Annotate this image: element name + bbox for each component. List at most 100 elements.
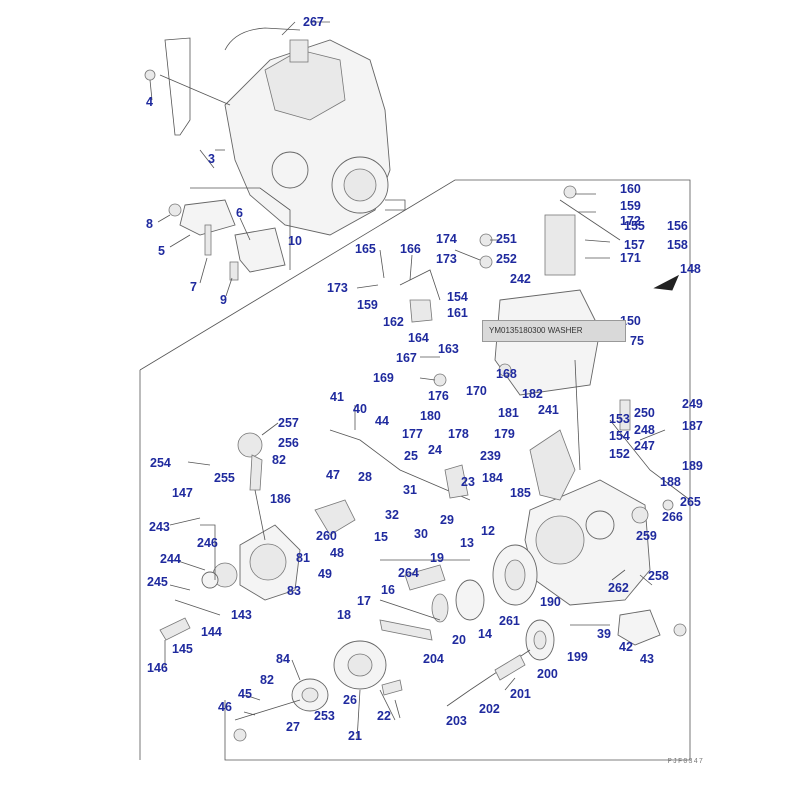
callout-82a[interactable]: 82 <box>272 453 286 467</box>
callout-171[interactable]: 171 <box>620 251 641 265</box>
callout-178[interactable]: 178 <box>448 427 469 441</box>
callout-239[interactable]: 239 <box>480 449 501 463</box>
callout-164[interactable]: 164 <box>408 331 429 345</box>
callout-253[interactable]: 253 <box>314 709 335 723</box>
callout-173a[interactable]: 173 <box>436 252 457 266</box>
callout-156[interactable]: 156 <box>667 219 688 233</box>
callout-176[interactable]: 176 <box>428 389 449 403</box>
callout-204[interactable]: 204 <box>423 652 444 666</box>
callout-167[interactable]: 167 <box>396 351 417 365</box>
callout-10[interactable]: 10 <box>288 234 302 248</box>
callout-75[interactable]: 75 <box>630 334 644 348</box>
callout-267[interactable]: 267 <box>303 15 324 29</box>
callout-8[interactable]: 8 <box>146 217 153 231</box>
callout-250[interactable]: 250 <box>634 406 655 420</box>
callout-31[interactable]: 31 <box>403 483 417 497</box>
callout-189[interactable]: 189 <box>682 459 703 473</box>
callout-84[interactable]: 84 <box>276 652 290 666</box>
callout-6[interactable]: 6 <box>236 206 243 220</box>
callout-24[interactable]: 24 <box>428 443 442 457</box>
callout-29[interactable]: 29 <box>440 513 454 527</box>
callout-261[interactable]: 261 <box>499 614 520 628</box>
callout-40[interactable]: 40 <box>353 402 367 416</box>
callout-7[interactable]: 7 <box>190 280 197 294</box>
callout-153[interactable]: 153 <box>609 412 630 426</box>
callout-30[interactable]: 30 <box>414 527 428 541</box>
callout-179[interactable]: 179 <box>494 427 515 441</box>
callout-3[interactable]: 3 <box>208 152 215 166</box>
callout-161[interactable]: 161 <box>447 306 468 320</box>
callout-244[interactable]: 244 <box>160 552 181 566</box>
callout-202[interactable]: 202 <box>479 702 500 716</box>
callout-169[interactable]: 169 <box>373 371 394 385</box>
callout-199[interactable]: 199 <box>567 650 588 664</box>
callout-259[interactable]: 259 <box>636 529 657 543</box>
callout-21[interactable]: 21 <box>348 729 362 743</box>
callout-9[interactable]: 9 <box>220 293 227 307</box>
callout-203[interactable]: 203 <box>446 714 467 728</box>
callout-254[interactable]: 254 <box>150 456 171 470</box>
callout-26[interactable]: 26 <box>343 693 357 707</box>
callout-245[interactable]: 245 <box>147 575 168 589</box>
callout-15[interactable]: 15 <box>374 530 388 544</box>
callout-81[interactable]: 81 <box>296 551 310 565</box>
callout-173b[interactable]: 173 <box>327 281 348 295</box>
callout-49[interactable]: 49 <box>318 567 332 581</box>
callout-190[interactable]: 190 <box>540 595 561 609</box>
callout-255[interactable]: 255 <box>214 471 235 485</box>
callout-184[interactable]: 184 <box>482 471 503 485</box>
callout-47[interactable]: 47 <box>326 468 340 482</box>
callout-159b[interactable]: 159 <box>357 298 378 312</box>
callout-152[interactable]: 152 <box>609 447 630 461</box>
callout-163[interactable]: 163 <box>438 342 459 356</box>
callout-177[interactable]: 177 <box>402 427 423 441</box>
callout-166[interactable]: 166 <box>400 242 421 256</box>
callout-201[interactable]: 201 <box>510 687 531 701</box>
callout-243[interactable]: 243 <box>149 520 170 534</box>
callout-187[interactable]: 187 <box>682 419 703 433</box>
callout-27[interactable]: 27 <box>286 720 300 734</box>
callout-146[interactable]: 146 <box>147 661 168 675</box>
callout-170[interactable]: 170 <box>466 384 487 398</box>
callout-18[interactable]: 18 <box>337 608 351 622</box>
callout-185[interactable]: 185 <box>510 486 531 500</box>
callout-43[interactable]: 43 <box>640 652 654 666</box>
callout-19[interactable]: 19 <box>430 551 444 565</box>
callout-13[interactable]: 13 <box>460 536 474 550</box>
callout-242[interactable]: 242 <box>510 272 531 286</box>
callout-257[interactable]: 257 <box>278 416 299 430</box>
callout-262[interactable]: 262 <box>608 581 629 595</box>
callout-25[interactable]: 25 <box>404 449 418 463</box>
callout-266[interactable]: 266 <box>662 510 683 524</box>
callout-28[interactable]: 28 <box>358 470 372 484</box>
callout-180[interactable]: 180 <box>420 409 441 423</box>
callout-159a[interactable]: 159 <box>620 199 641 213</box>
callout-158[interactable]: 158 <box>667 238 688 252</box>
callout-145[interactable]: 145 <box>172 642 193 656</box>
callout-42[interactable]: 42 <box>619 640 633 654</box>
callout-157[interactable]: 157 <box>624 238 645 252</box>
callout-12[interactable]: 12 <box>481 524 495 538</box>
callout-252[interactable]: 252 <box>496 252 517 266</box>
callout-200[interactable]: 200 <box>537 667 558 681</box>
callout-258[interactable]: 258 <box>648 569 669 583</box>
callout-174[interactable]: 174 <box>436 232 457 246</box>
callout-249[interactable]: 249 <box>682 397 703 411</box>
callout-186[interactable]: 186 <box>270 492 291 506</box>
callout-256[interactable]: 256 <box>278 436 299 450</box>
callout-39[interactable]: 39 <box>597 627 611 641</box>
callout-23[interactable]: 23 <box>461 475 475 489</box>
callout-154a[interactable]: 154 <box>447 290 468 304</box>
callout-182[interactable]: 182 <box>522 387 543 401</box>
callout-251[interactable]: 251 <box>496 232 517 246</box>
callout-148[interactable]: 148 <box>680 262 701 276</box>
callout-155[interactable]: 155 <box>624 219 645 233</box>
callout-83[interactable]: 83 <box>287 584 301 598</box>
callout-241[interactable]: 241 <box>538 403 559 417</box>
callout-160[interactable]: 160 <box>620 182 641 196</box>
callout-172[interactable]: 172 <box>620 214 641 228</box>
callout-45[interactable]: 45 <box>238 687 252 701</box>
callout-162[interactable]: 162 <box>383 315 404 329</box>
callout-22[interactable]: 22 <box>377 709 391 723</box>
callout-20[interactable]: 20 <box>452 633 466 647</box>
